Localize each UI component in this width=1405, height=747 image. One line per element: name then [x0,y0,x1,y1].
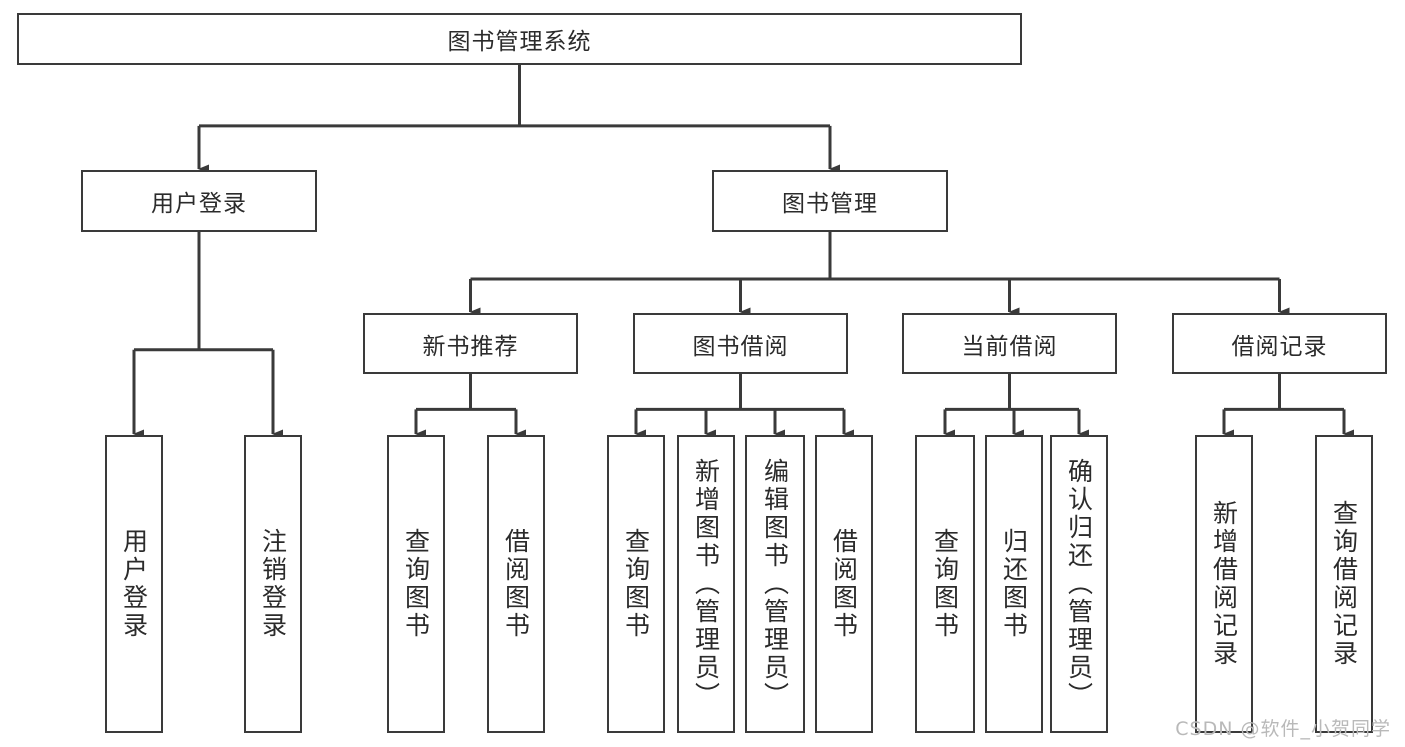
connector-lines [132,65,1354,439]
node-book-borrow[interactable]: 图书借阅 [633,313,848,374]
node-leaf-user-login[interactable]: 用户登录 [105,435,163,733]
node-label: 查询图书 [930,528,960,640]
node-leaf-borrow-book-1[interactable]: 借阅图书 [487,435,545,733]
node-label: 确认归还（管理员） [1064,458,1094,710]
node-label: 新增图书（管理员） [691,458,721,710]
node-leaf-borrow-book-2[interactable]: 借阅图书 [815,435,873,733]
node-leaf-query-record[interactable]: 查询借阅记录 [1315,435,1373,733]
node-label: 新书推荐 [422,333,519,360]
node-label: 当前借阅 [961,333,1058,360]
node-label: 归还图书 [999,528,1029,640]
node-leaf-edit-book[interactable]: 编辑图书（管理员） [745,435,805,733]
node-label: 图书管理 [782,191,878,217]
node-label: 编辑图书（管理员） [760,458,790,710]
node-current-borrow[interactable]: 当前借阅 [902,313,1117,374]
node-label: 图书管理系统 [447,29,592,55]
node-book-manage[interactable]: 图书管理 [712,170,948,232]
node-user-login[interactable]: 用户登录 [81,170,317,232]
node-label: 借阅图书 [501,528,531,640]
node-leaf-confirm-return[interactable]: 确认归还（管理员） [1050,435,1108,733]
watermark: CSDN @软件_小贺同学 [1175,718,1391,740]
node-label: 注销登录 [258,528,288,640]
node-new-book-recommend[interactable]: 新书推荐 [363,313,578,374]
node-leaf-logout[interactable]: 注销登录 [244,435,302,733]
node-label: 查询图书 [401,528,431,640]
node-leaf-query-book-1[interactable]: 查询图书 [387,435,445,733]
node-label: 图书借阅 [692,333,789,360]
node-label: 借阅记录 [1231,333,1328,360]
node-label: 借阅图书 [829,528,859,640]
node-leaf-return-book[interactable]: 归还图书 [985,435,1043,733]
node-leaf-query-book-3[interactable]: 查询图书 [915,435,975,733]
node-label: 用户登录 [119,528,149,640]
node-label: 查询借阅记录 [1329,500,1359,668]
node-label: 查询图书 [621,528,651,640]
node-borrow-record[interactable]: 借阅记录 [1172,313,1387,374]
node-leaf-query-book-2[interactable]: 查询图书 [607,435,665,733]
node-leaf-add-record[interactable]: 新增借阅记录 [1195,435,1253,733]
node-leaf-add-book[interactable]: 新增图书（管理员） [677,435,735,733]
node-root[interactable]: 图书管理系统 [17,13,1022,65]
node-label: 用户登录 [151,191,247,217]
node-label: 新增借阅记录 [1209,500,1239,668]
